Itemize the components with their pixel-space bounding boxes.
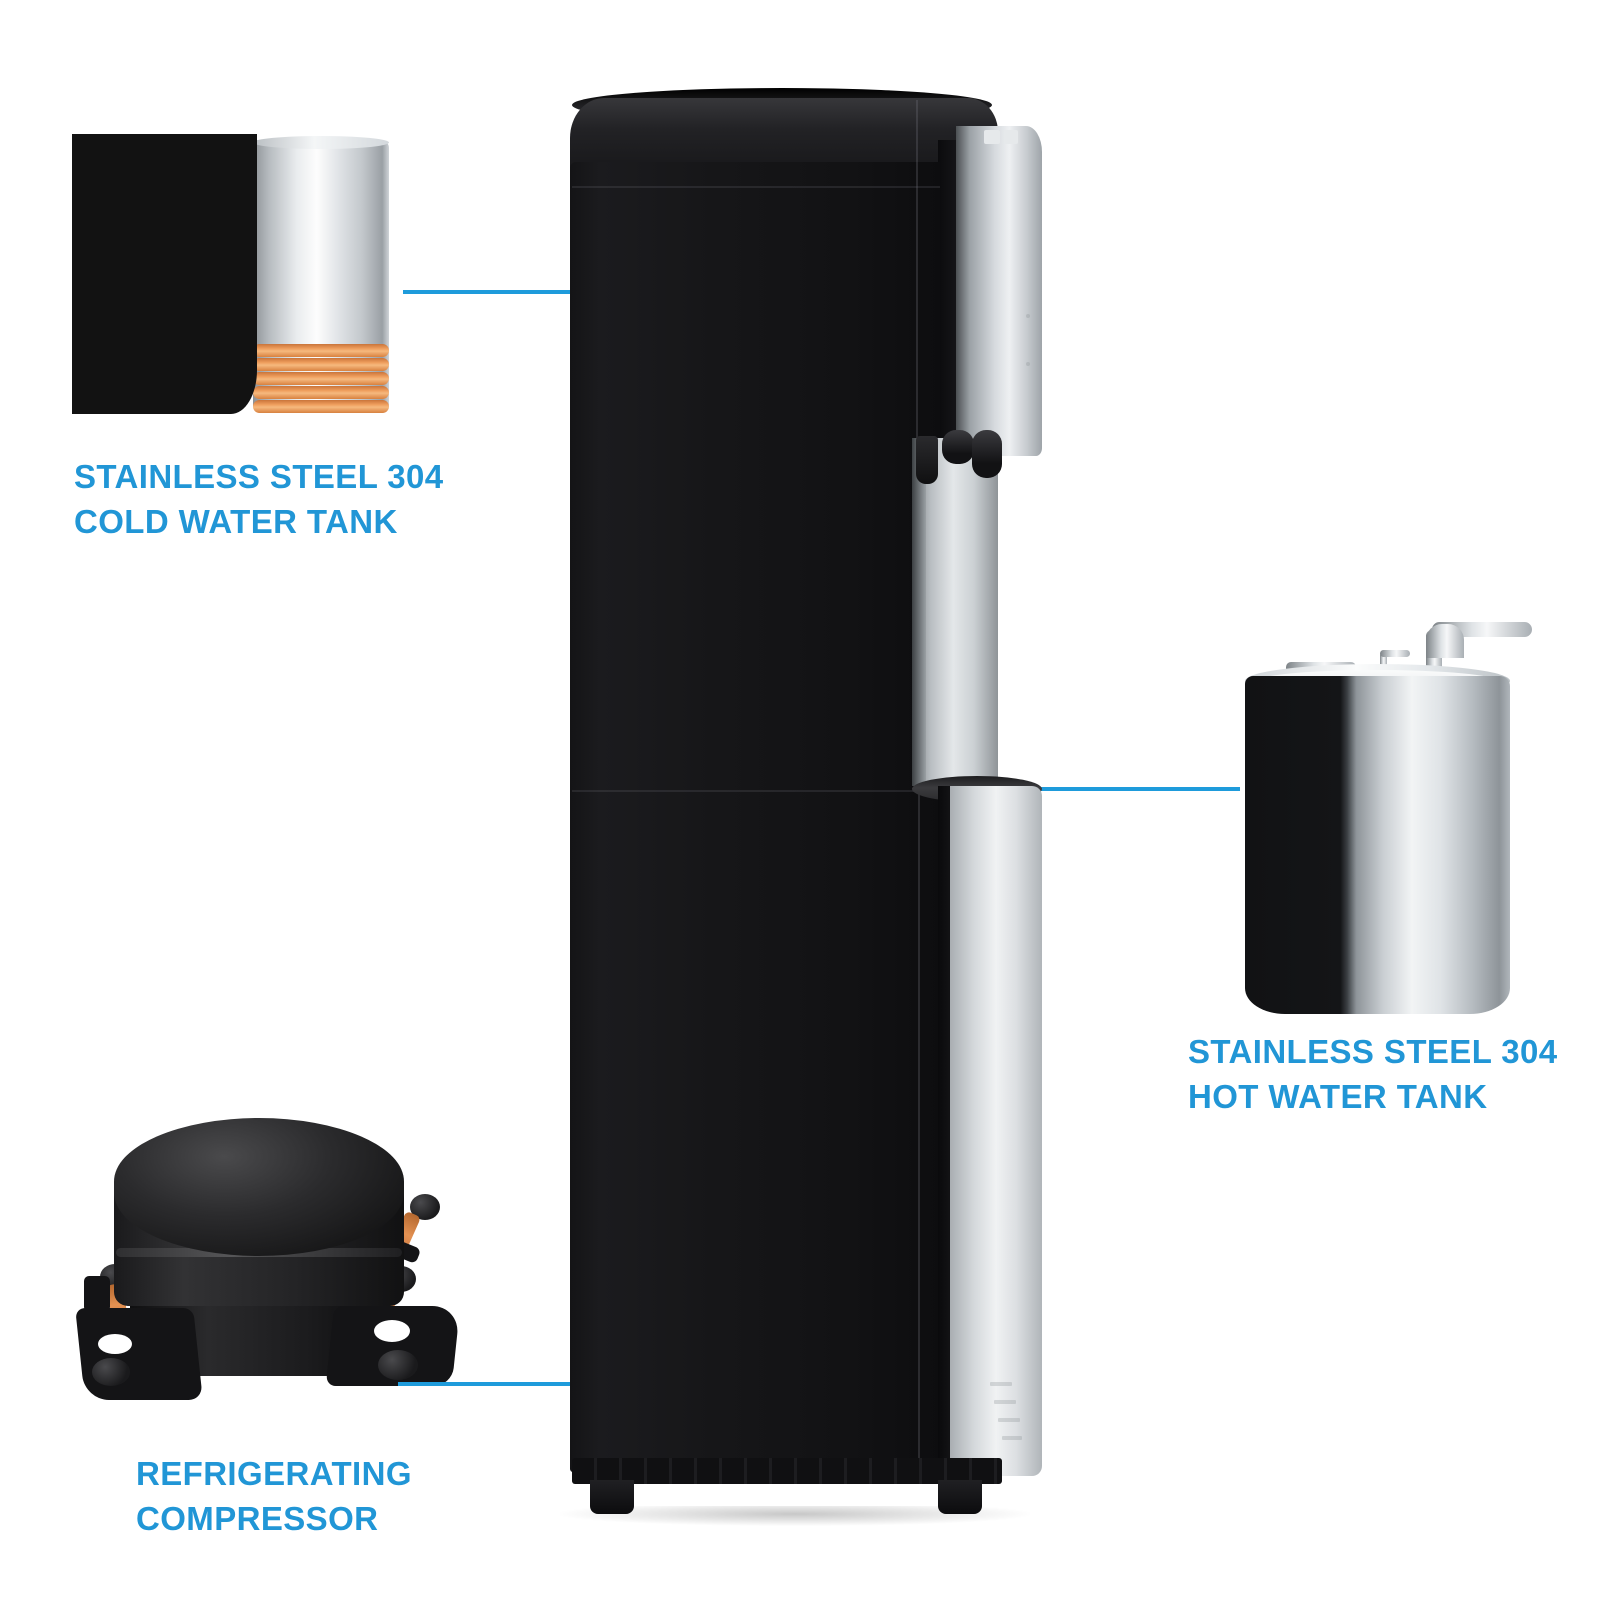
cold-tank-cylinder-rim (253, 136, 389, 149)
compressor-terminal-block (84, 1276, 110, 1312)
cold-tank-copper-coil (253, 358, 389, 371)
refrigerating-compressor-image (75, 1108, 488, 1418)
callout-label-refrigerating-compressor: REFRIGERATING COMPRESSOR (136, 1452, 412, 1541)
compressor-mount-bracket-left (75, 1308, 203, 1400)
dispenser-panel-screw (1026, 314, 1030, 318)
cold-water-tank-cutaway-image (72, 134, 392, 414)
dispenser-alcove (912, 438, 998, 786)
product-ground-shadow (560, 1506, 1030, 1526)
cold-tank-copper-coil (253, 386, 389, 399)
callout-line-2: COMPRESSOR (136, 1499, 379, 1537)
dispenser-base-ribs (572, 1458, 1002, 1484)
hot-tank-outlet-pipe-elbow (1426, 624, 1464, 658)
dispenser-corner-seam (916, 100, 918, 440)
callout-label-cold-water-tank: STAINLESS STEEL 304 COLD WATER TANK (74, 455, 444, 544)
dispenser-panel-screw (1026, 362, 1030, 366)
dispenser-lower-corner-seam (918, 788, 920, 1466)
hot-tank-sensor-probe-arm (1380, 650, 1410, 657)
dispenser-front-cabinet (570, 162, 940, 1472)
cold-tank-copper-coil (253, 344, 389, 357)
dispenser-foot-left (590, 1480, 634, 1514)
dispenser-silver-side-panel (956, 126, 1042, 456)
hot-water-tank-image (1240, 616, 1550, 1016)
dispenser-alcove-shadow (912, 438, 926, 786)
callout-line-2: COLD WATER TANK (74, 502, 398, 540)
compressor-mount-hole (98, 1334, 132, 1354)
callout-label-hot-water-tank: STAINLESS STEEL 304 HOT WATER TANK (1188, 1030, 1558, 1119)
dispenser-vent-slot (994, 1400, 1016, 1404)
compressor-mount-grommet (92, 1358, 130, 1386)
water-dispenser-product-image (560, 70, 1080, 1526)
callout-line-1: STAINLESS STEEL 304 (1188, 1033, 1558, 1070)
compressor-mount-hole (374, 1320, 410, 1342)
dispenser-vent-slot (998, 1418, 1020, 1422)
dispenser-foot-right (938, 1480, 982, 1514)
connector-line-cold-water-tank (403, 290, 703, 294)
hot-water-tap[interactable] (972, 430, 1002, 478)
dispenser-vent-slot (990, 1382, 1012, 1386)
tap-lever-left[interactable] (942, 430, 974, 464)
hot-tank-stainless-body (1245, 676, 1510, 1014)
cold-tank-dark-shell (72, 134, 257, 414)
callout-line-1: STAINLESS STEEL 304 (74, 458, 444, 495)
callout-line-2: HOT WATER TANK (1188, 1077, 1488, 1115)
dispenser-mid-seam (572, 790, 918, 792)
dispenser-top-seam (572, 186, 940, 188)
cold-water-tap[interactable] (916, 436, 938, 484)
callout-line-1: REFRIGERATING (136, 1455, 412, 1492)
cold-tank-copper-coil (253, 372, 389, 385)
dispenser-vent-slot (1002, 1436, 1022, 1440)
compressor-mount-grommet (378, 1350, 418, 1380)
drip-tray-column (950, 786, 1042, 1476)
compressor-shell-dome (114, 1118, 404, 1256)
dispenser-panel-notch (1004, 130, 1018, 144)
cold-tank-copper-coil (253, 400, 389, 413)
dispenser-panel-notch (984, 130, 1000, 144)
